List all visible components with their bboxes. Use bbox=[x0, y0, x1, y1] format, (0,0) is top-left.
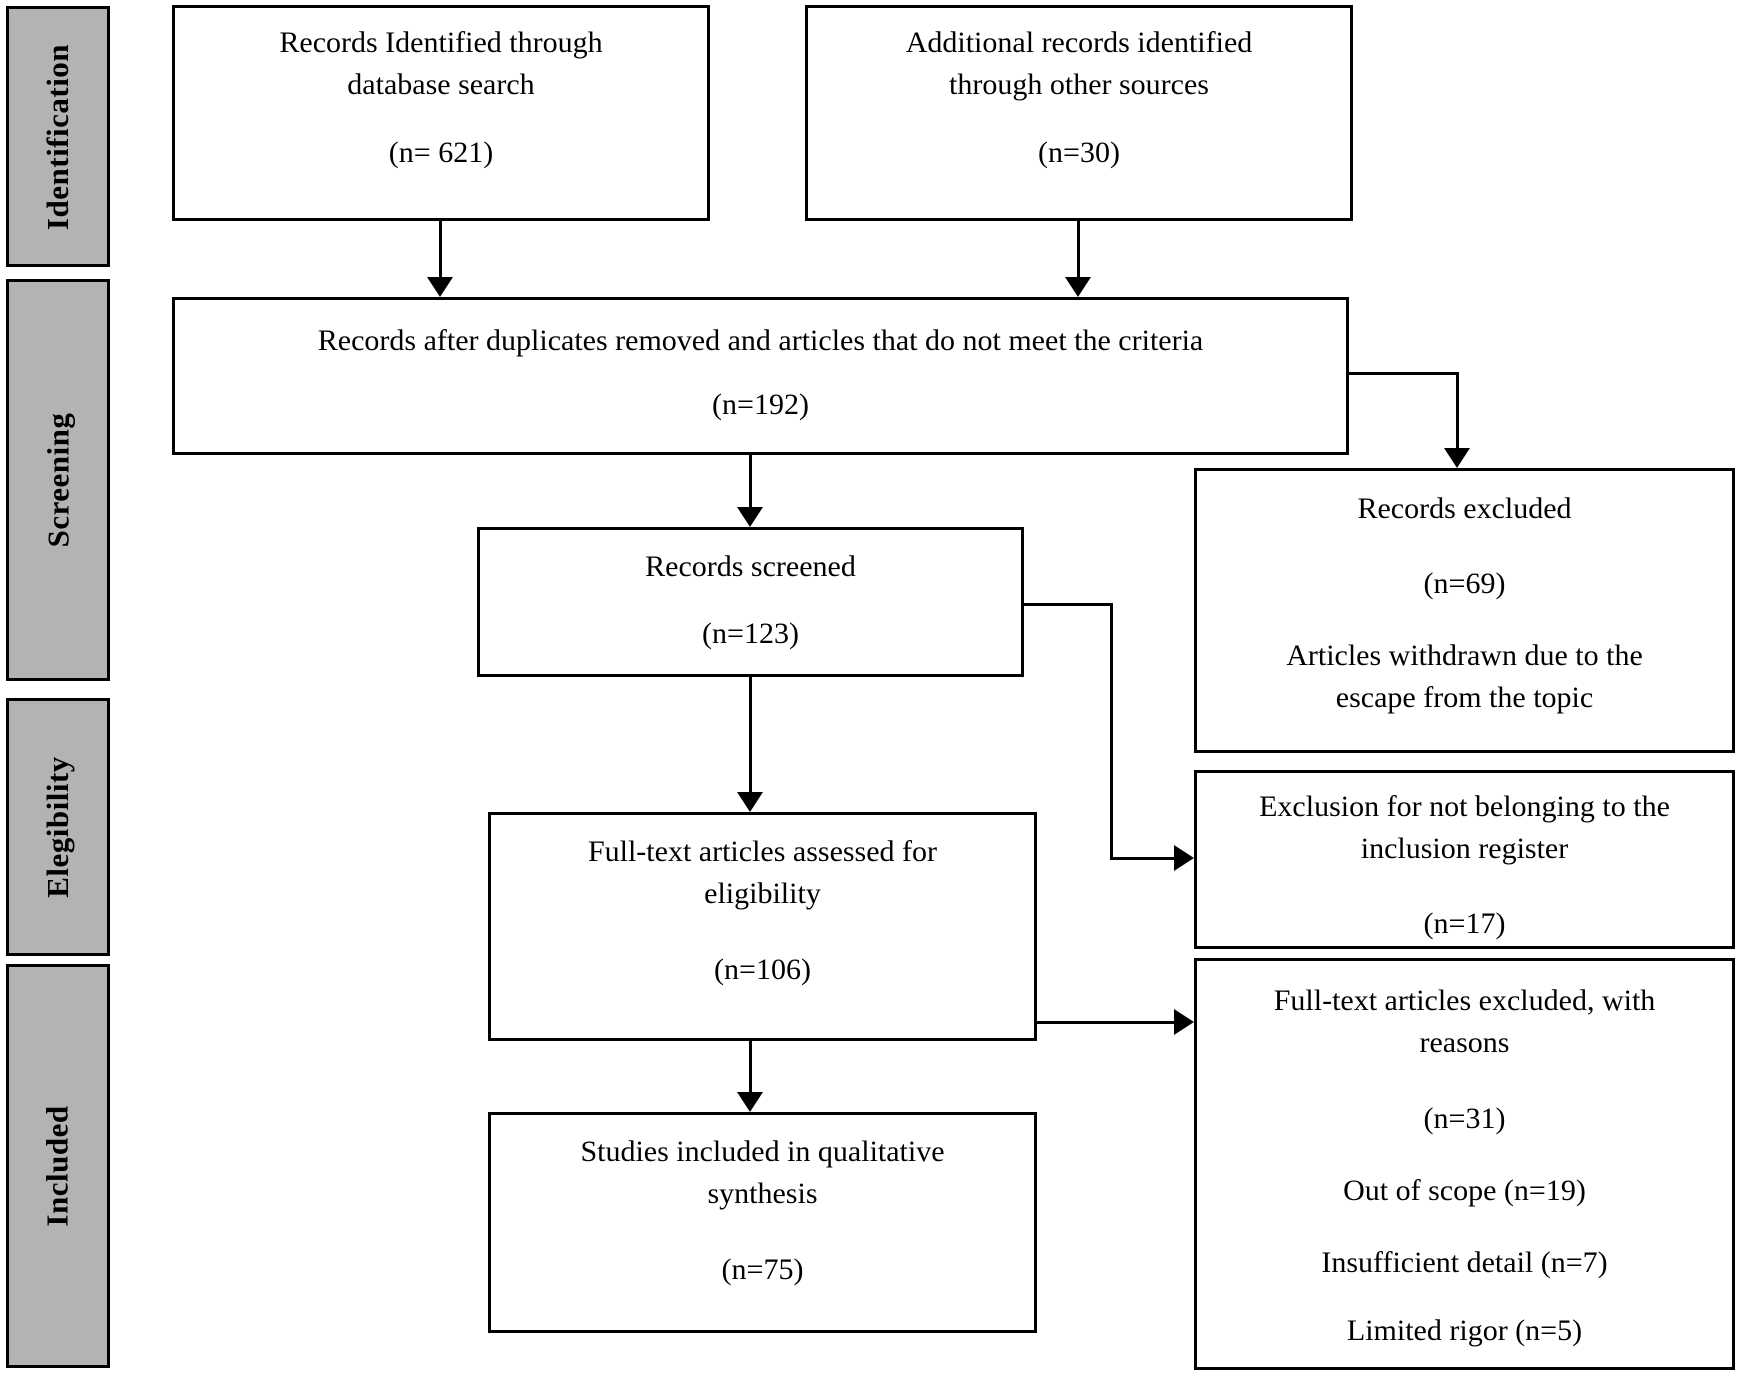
elbow-dedup-to-excluded-head-icon bbox=[1444, 448, 1470, 468]
stage-screening: Screening bbox=[6, 279, 110, 681]
box-fulltext-assessed-line2: eligibility bbox=[704, 877, 821, 910]
arrow-fulltext-to-included-line bbox=[749, 1041, 752, 1094]
arrow-sources-to-dedup-head-icon bbox=[1065, 277, 1091, 297]
box-records-excluded: Records excluded (n=69) Articles withdra… bbox=[1194, 468, 1735, 753]
box-after-duplicates-count: (n=192) bbox=[712, 388, 809, 421]
box-fulltext-excluded-reason1: Out of scope (n=19) bbox=[1343, 1174, 1586, 1207]
elbow-screened-to-register-h2-line bbox=[1110, 857, 1176, 860]
stage-eligibility-label: Elegibility bbox=[40, 756, 76, 898]
arrow-database-to-dedup-head-icon bbox=[427, 277, 453, 297]
elbow-screened-to-register-v-line bbox=[1110, 603, 1113, 859]
stage-identification: Identification bbox=[6, 6, 110, 267]
box-records-screened-count: (n=123) bbox=[702, 617, 799, 650]
box-database-search: Records Identified through database sear… bbox=[172, 5, 710, 221]
box-records-screened-line1: Records screened bbox=[645, 550, 856, 583]
elbow-screened-to-register-h1-line bbox=[1024, 603, 1113, 606]
arrow-fulltext-to-included-head-icon bbox=[737, 1092, 763, 1112]
stage-screening-label: Screening bbox=[40, 412, 75, 548]
box-exclusion-register-line1: Exclusion for not belonging to the bbox=[1259, 790, 1670, 823]
box-exclusion-register: Exclusion for not belonging to the inclu… bbox=[1194, 770, 1735, 949]
box-qualitative-synthesis-line2: synthesis bbox=[707, 1177, 818, 1210]
box-fulltext-excluded-line2: reasons bbox=[1419, 1026, 1510, 1059]
stage-included: Included bbox=[6, 964, 110, 1368]
box-records-excluded-line1: Records excluded bbox=[1357, 492, 1572, 525]
arrow-sources-to-dedup-line bbox=[1077, 221, 1080, 279]
arrow-dedup-to-screened-line bbox=[749, 455, 752, 509]
box-exclusion-register-line2: inclusion register bbox=[1360, 832, 1569, 865]
box-fulltext-assessed: Full-text articles assessed for eligibil… bbox=[488, 812, 1037, 1041]
box-other-sources-line1: Additional records identified bbox=[905, 26, 1253, 59]
box-fulltext-excluded-line1: Full-text articles excluded, with bbox=[1273, 984, 1656, 1017]
arrow-database-to-dedup-line bbox=[439, 221, 442, 279]
arrow-fulltext-to-excluded-line bbox=[1037, 1021, 1176, 1024]
box-qualitative-synthesis: Studies included in qualitative synthesi… bbox=[488, 1112, 1037, 1333]
elbow-dedup-to-excluded-v-line bbox=[1456, 372, 1459, 450]
box-exclusion-register-count: (n=17) bbox=[1423, 907, 1506, 940]
box-qualitative-synthesis-count: (n=75) bbox=[721, 1253, 804, 1286]
box-fulltext-assessed-count: (n=106) bbox=[714, 953, 811, 986]
elbow-screened-to-register-head-icon bbox=[1174, 845, 1194, 871]
box-database-search-line1: Records Identified through bbox=[279, 26, 603, 59]
arrow-screened-to-fulltext-line bbox=[749, 677, 752, 794]
box-qualitative-synthesis-line1: Studies included in qualitative bbox=[580, 1135, 945, 1168]
stage-identification-label: Identification bbox=[40, 43, 75, 230]
box-other-sources-line2: through other sources bbox=[949, 68, 1209, 101]
arrow-screened-to-fulltext-head-icon bbox=[737, 792, 763, 812]
box-other-sources: Additional records identified through ot… bbox=[805, 5, 1353, 221]
box-after-duplicates: Records after duplicates removed and art… bbox=[172, 297, 1349, 455]
box-fulltext-excluded-count: (n=31) bbox=[1423, 1102, 1506, 1135]
stage-included-label: Included bbox=[40, 1105, 76, 1227]
box-database-search-line2: database search bbox=[347, 68, 535, 101]
box-records-excluded-note2: escape from the topic bbox=[1335, 681, 1594, 714]
arrow-fulltext-to-excluded-head-icon bbox=[1174, 1009, 1194, 1035]
box-records-screened: Records screened (n=123) bbox=[477, 527, 1024, 677]
box-fulltext-excluded-reason3: Limited rigor (n=5) bbox=[1346, 1314, 1583, 1347]
box-fulltext-assessed-line1: Full-text articles assessed for bbox=[587, 835, 938, 868]
box-records-excluded-note1: Articles withdrawn due to the bbox=[1286, 639, 1643, 672]
elbow-dedup-to-excluded-h-line bbox=[1349, 372, 1459, 375]
arrow-dedup-to-screened-head-icon bbox=[737, 507, 763, 527]
box-after-duplicates-line1: Records after duplicates removed and art… bbox=[317, 324, 1204, 357]
box-other-sources-count: (n=30) bbox=[1038, 136, 1120, 169]
box-fulltext-excluded-reason2: Insufficient detail (n=7) bbox=[1321, 1246, 1608, 1279]
box-fulltext-excluded: Full-text articles excluded, with reason… bbox=[1194, 958, 1735, 1370]
box-database-search-count: (n= 621) bbox=[388, 136, 494, 169]
stage-eligibility: Elegibility bbox=[6, 698, 110, 956]
box-records-excluded-count: (n=69) bbox=[1423, 567, 1506, 600]
